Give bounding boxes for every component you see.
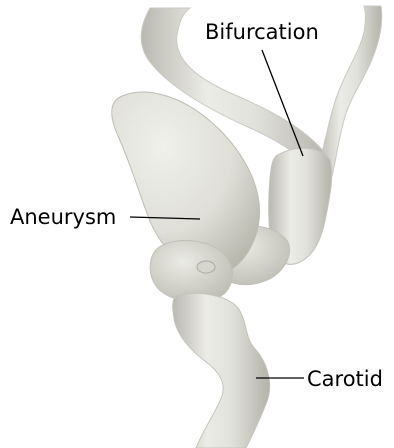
bifurcation-label: Bifurcation [205,22,319,43]
aneurysm-bleb [197,261,215,273]
carotid-label: Carotid [307,369,383,390]
right-branch-vessel [318,6,382,176]
aneurysm-label: Aneurysm [10,207,116,228]
carotid-vessel [173,293,270,448]
